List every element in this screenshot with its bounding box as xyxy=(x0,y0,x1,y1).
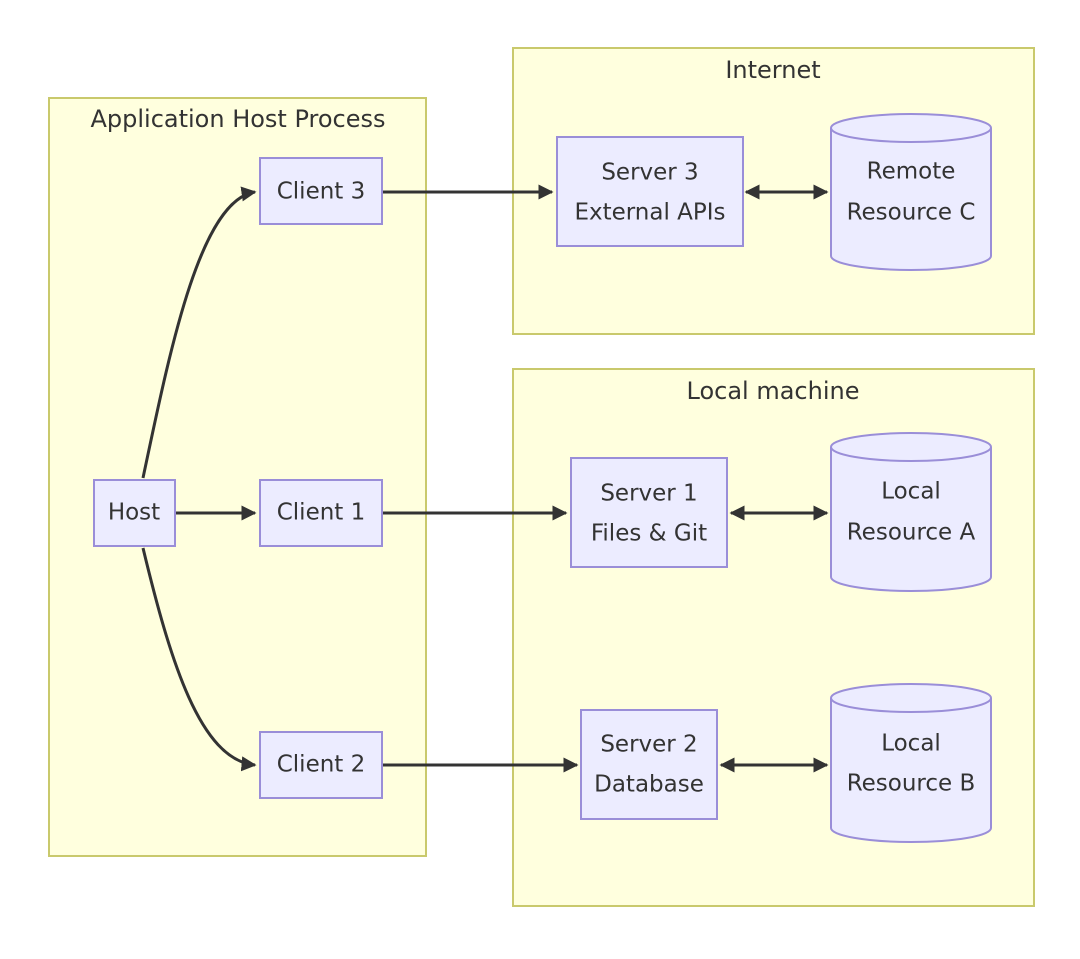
edge-host-client3 xyxy=(141,186,257,479)
node-server-2: Server 2 Database xyxy=(580,709,718,820)
edges xyxy=(141,184,829,773)
node-client-2: Client 2 xyxy=(259,731,383,799)
node-server-2-line-2: Database xyxy=(594,772,704,798)
node-host: Host xyxy=(93,479,176,547)
node-local-resource-b-line-1: Local xyxy=(881,731,941,757)
node-client-3: Client 3 xyxy=(259,157,383,225)
node-local-resource-a-line-1: Local xyxy=(881,479,941,505)
node-remote-resource-c: Remote Resource C xyxy=(830,113,992,271)
node-server-1-line-1: Server 1 xyxy=(600,481,697,507)
edge-host-client2 xyxy=(141,547,257,772)
cluster-title-local-machine: Local machine xyxy=(687,377,860,405)
node-local-resource-b: Local Resource B xyxy=(830,683,992,843)
node-client-2-label: Client 2 xyxy=(277,752,366,778)
node-local-resource-a-line-2: Resource A xyxy=(847,520,976,546)
node-host-label: Host xyxy=(108,500,160,526)
cluster-title-internet: Internet xyxy=(725,56,820,84)
cluster-title-application-host: Application Host Process xyxy=(90,105,385,133)
node-server-2-line-1: Server 2 xyxy=(600,732,697,758)
node-local-resource-b-line-2: Resource B xyxy=(847,771,976,797)
node-server-1: Server 1 Files & Git xyxy=(570,457,728,568)
node-server-3: Server 3 External APIs xyxy=(556,136,744,247)
node-server-1-line-2: Files & Git xyxy=(591,521,707,547)
node-client-1-label: Client 1 xyxy=(277,500,366,526)
node-client-3-label: Client 3 xyxy=(277,179,366,205)
node-remote-resource-c-line-2: Resource C xyxy=(847,200,976,226)
node-local-resource-a: Local Resource A xyxy=(830,432,992,592)
node-server-3-line-2: External APIs xyxy=(574,200,725,226)
node-client-1: Client 1 xyxy=(259,479,383,547)
node-server-3-line-1: Server 3 xyxy=(601,160,698,186)
node-remote-resource-c-line-1: Remote xyxy=(867,159,956,185)
